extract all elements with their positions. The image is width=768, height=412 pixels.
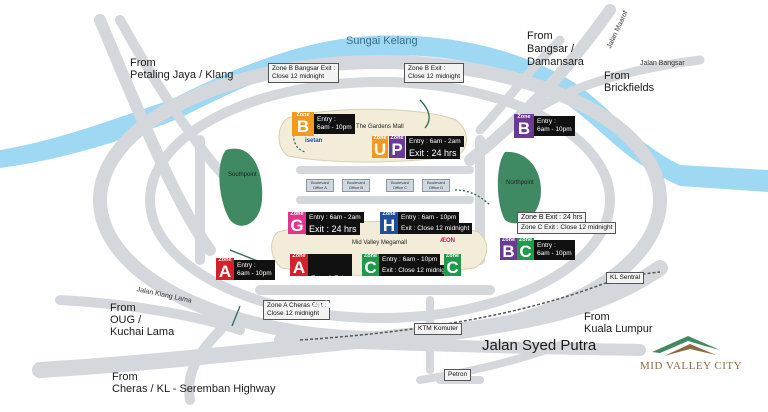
zone-g-badge: Zone G: [288, 211, 306, 235]
zone-word: Zone: [518, 237, 533, 243]
zone-up-entry: Entry : 6am - 2am: [406, 136, 464, 147]
isetan-logo: isetan: [305, 138, 323, 144]
zone-a-mid-info: Entry & Exit : 24 hrs: [308, 254, 352, 311]
zone-word: Zone: [501, 237, 516, 243]
zone-word: Zone: [390, 135, 404, 141]
zone-word: Zone: [445, 253, 460, 259]
brand-name: MID VALLEY CITY: [640, 360, 743, 372]
jalan-bangsar-label: Jalan Bangsar: [640, 60, 685, 67]
gardens-mall-label: The Gardens Mall: [356, 124, 404, 130]
zone-b-bangsar-exit-sign: Zone B Bangsar Exit : Close 12 midnight: [268, 63, 340, 83]
kl-sentral-sign: KL Sentral: [606, 272, 645, 284]
zone-b-exit-sign: Zone B Exit : Close 12 midnight: [404, 63, 465, 83]
megamall-label: Mid Valley Megamall: [352, 240, 407, 246]
zone-letter: H: [382, 216, 396, 235]
zone-h-exit: Exit : Close 12 midnight: [398, 223, 473, 234]
zone-letter: A: [292, 258, 306, 277]
aeon-logo: ÆON: [440, 238, 455, 244]
zone-c-exit: Exit : Close 12 midnight: [379, 265, 454, 276]
zone-c-left-badge: Zone C: [362, 253, 379, 277]
zone-word: Zone: [373, 135, 387, 141]
zone-p-badge: Zone P: [389, 135, 405, 159]
zone-letter: B: [296, 117, 310, 136]
zone-word: Zone: [218, 257, 232, 263]
kuala-lumpur-name: Kuala Lumpur: [584, 323, 653, 335]
northpoint-park: [497, 151, 541, 224]
zone-a-mid-entry-exit: Entry & Exit :: [311, 275, 349, 282]
zone-letter: C: [364, 258, 377, 277]
boulevard-office-c: Boulevard Office C: [386, 179, 414, 192]
zone-letter: C: [446, 258, 459, 277]
zone-a-left-badge: Zone A: [216, 257, 234, 281]
from-cheras-label: From: [112, 371, 138, 383]
zone-a-mid-hours: 24 hrs: [311, 300, 341, 311]
zone-word: Zone: [363, 253, 378, 259]
zone-letter: U: [373, 140, 387, 159]
zone-letter: C: [519, 242, 532, 261]
zone-up-exit: Exit : 24 hrs: [406, 147, 460, 159]
zone-word: Zone: [292, 253, 306, 259]
zone-a-mid-badge: Zone A: [290, 253, 308, 277]
zone-b-right-info: Entry : 6am - 10pm: [534, 116, 575, 136]
zone-b-gardens-badge: Zone B: [292, 112, 314, 136]
zone-bc-bottom-info: Entry : 6am - 10pm: [534, 240, 575, 260]
zone-letter: P: [391, 140, 403, 159]
zone-b-gardens-info: Entry : 6am - 10pm: [314, 114, 355, 134]
from-kuala-lumpur-label: From: [584, 311, 610, 323]
boulevard-office-d: Boulevard Office D: [422, 179, 450, 192]
zone-h-entry: Entry : 6am - 10pm: [398, 212, 460, 223]
zone-letter: B: [517, 119, 531, 138]
from-brickfields-label: From: [604, 70, 630, 82]
zone-h-badge: Zone H: [380, 211, 398, 235]
zone-word: Zone: [382, 211, 396, 217]
zone-word: Zone: [517, 114, 531, 120]
ktm-komuter-sign: KTM Komuter: [414, 323, 463, 335]
northpoint-label: Northpoint: [506, 180, 534, 186]
from-petaling-jaya-label: From Petaling Jaya / Klang: [130, 57, 234, 81]
zone-c-bottom-badge: Zone C: [517, 237, 534, 261]
zone-u-badge: Zone U: [372, 135, 388, 159]
zone-b-bottom-badge: Zone B: [500, 237, 517, 261]
zone-g-exit: Exit : 24 hrs: [306, 223, 360, 235]
petron-sign: Petron: [444, 369, 472, 381]
river-label: Sungai Kelang: [346, 35, 418, 47]
from-bangsar-label: From: [527, 30, 553, 42]
zone-b-right-badge: Zone B: [514, 114, 534, 138]
zone-a-left-info: Entry : 6am - 10pm: [234, 260, 275, 280]
jalan-syed-putra-label: Jalan Syed Putra: [482, 337, 597, 354]
brand-logo-mark: [652, 336, 720, 356]
bangsar-name: Bangsar /: [527, 43, 575, 55]
southpoint-label: Southpoint: [228, 172, 257, 178]
zone-g-entry: Entry : 6am - 2am: [306, 212, 364, 223]
cheras-name: Cheras / KL - Seremban Highway: [112, 383, 276, 395]
boulevard-office-a: Boulevard Office A: [306, 179, 334, 192]
boulevard-office-b: Boulevard Office B: [342, 179, 370, 192]
from-oug-label: From: [110, 302, 136, 314]
zone-c-entry: Entry : 6am - 10pm: [379, 254, 441, 265]
oug-name: OUG /: [110, 314, 142, 326]
zone-letter: G: [290, 216, 304, 235]
zone-word: Zone: [290, 211, 304, 217]
zone-a-cheras-exit-sign: Zone A Cheras Exit : Close 12 midnight: [263, 300, 331, 320]
zone-c-right-badge: Zone C: [444, 253, 461, 277]
zone-word: Zone: [296, 112, 310, 118]
damansara-name: Damansara: [527, 56, 584, 68]
brickfields-name: Brickfields: [604, 82, 655, 94]
zone-c-exit-sign: Zone C Exit : Close 12 midnight: [517, 222, 617, 234]
kuchai-lama-name: Kuchai Lama: [110, 326, 175, 338]
zone-letter: B: [502, 242, 515, 261]
zone-letter: A: [218, 262, 232, 281]
southpoint-park: [219, 148, 263, 226]
